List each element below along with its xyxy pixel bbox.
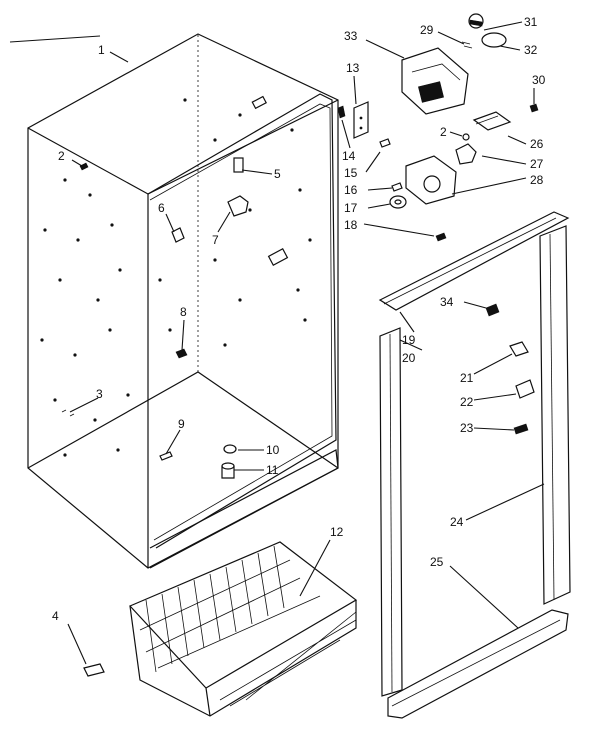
callout-13: 13 <box>346 61 360 75</box>
callout-23: 23 <box>460 421 474 435</box>
callout-28: 28 <box>530 173 544 187</box>
callout-5: 5 <box>274 167 281 181</box>
light-assembly <box>337 13 539 242</box>
callout-24: 24 <box>450 515 464 529</box>
door-gaskets <box>378 211 571 719</box>
part-4-stop <box>83 663 105 677</box>
callout-1: 1 <box>98 43 105 57</box>
cabinet-liner <box>27 33 339 569</box>
callout-18: 18 <box>344 218 358 232</box>
callout-16: 16 <box>344 183 358 197</box>
callout-10: 10 <box>266 443 280 457</box>
callout-30: 30 <box>532 73 546 87</box>
cabinet-small-parts <box>61 157 249 479</box>
callout-20: 20 <box>402 351 416 365</box>
callout-6: 6 <box>158 201 165 215</box>
callout-34: 34 <box>440 295 454 309</box>
mounting-holes <box>40 98 312 457</box>
callout-3: 3 <box>96 387 103 401</box>
callout-2-cabinet: 2 <box>58 149 65 163</box>
callout-22: 22 <box>460 395 474 409</box>
callout-25: 25 <box>430 555 444 569</box>
callout-7: 7 <box>212 233 219 247</box>
wire-basket <box>128 541 358 717</box>
callout-14: 14 <box>342 149 356 163</box>
callout-labels: 1 2 2 3 4 5 6 7 8 9 10 11 12 13 14 15 16… <box>52 15 546 623</box>
callout-21: 21 <box>460 371 474 385</box>
callout-31: 31 <box>524 15 538 29</box>
callout-4: 4 <box>52 609 59 623</box>
callout-9: 9 <box>178 417 185 431</box>
callout-15: 15 <box>344 166 358 180</box>
callout-11: 11 <box>266 463 279 477</box>
callout-32: 32 <box>524 43 538 57</box>
callout-2-light: 2 <box>440 125 447 139</box>
callout-8: 8 <box>180 305 187 319</box>
callout-17: 17 <box>344 201 358 215</box>
callout-27: 27 <box>530 157 544 171</box>
leader-lines <box>9 21 545 665</box>
callout-26: 26 <box>530 137 544 151</box>
callout-29: 29 <box>420 23 434 37</box>
callout-33: 33 <box>344 29 358 43</box>
callout-19: 19 <box>402 333 416 347</box>
callout-12: 12 <box>330 525 344 539</box>
